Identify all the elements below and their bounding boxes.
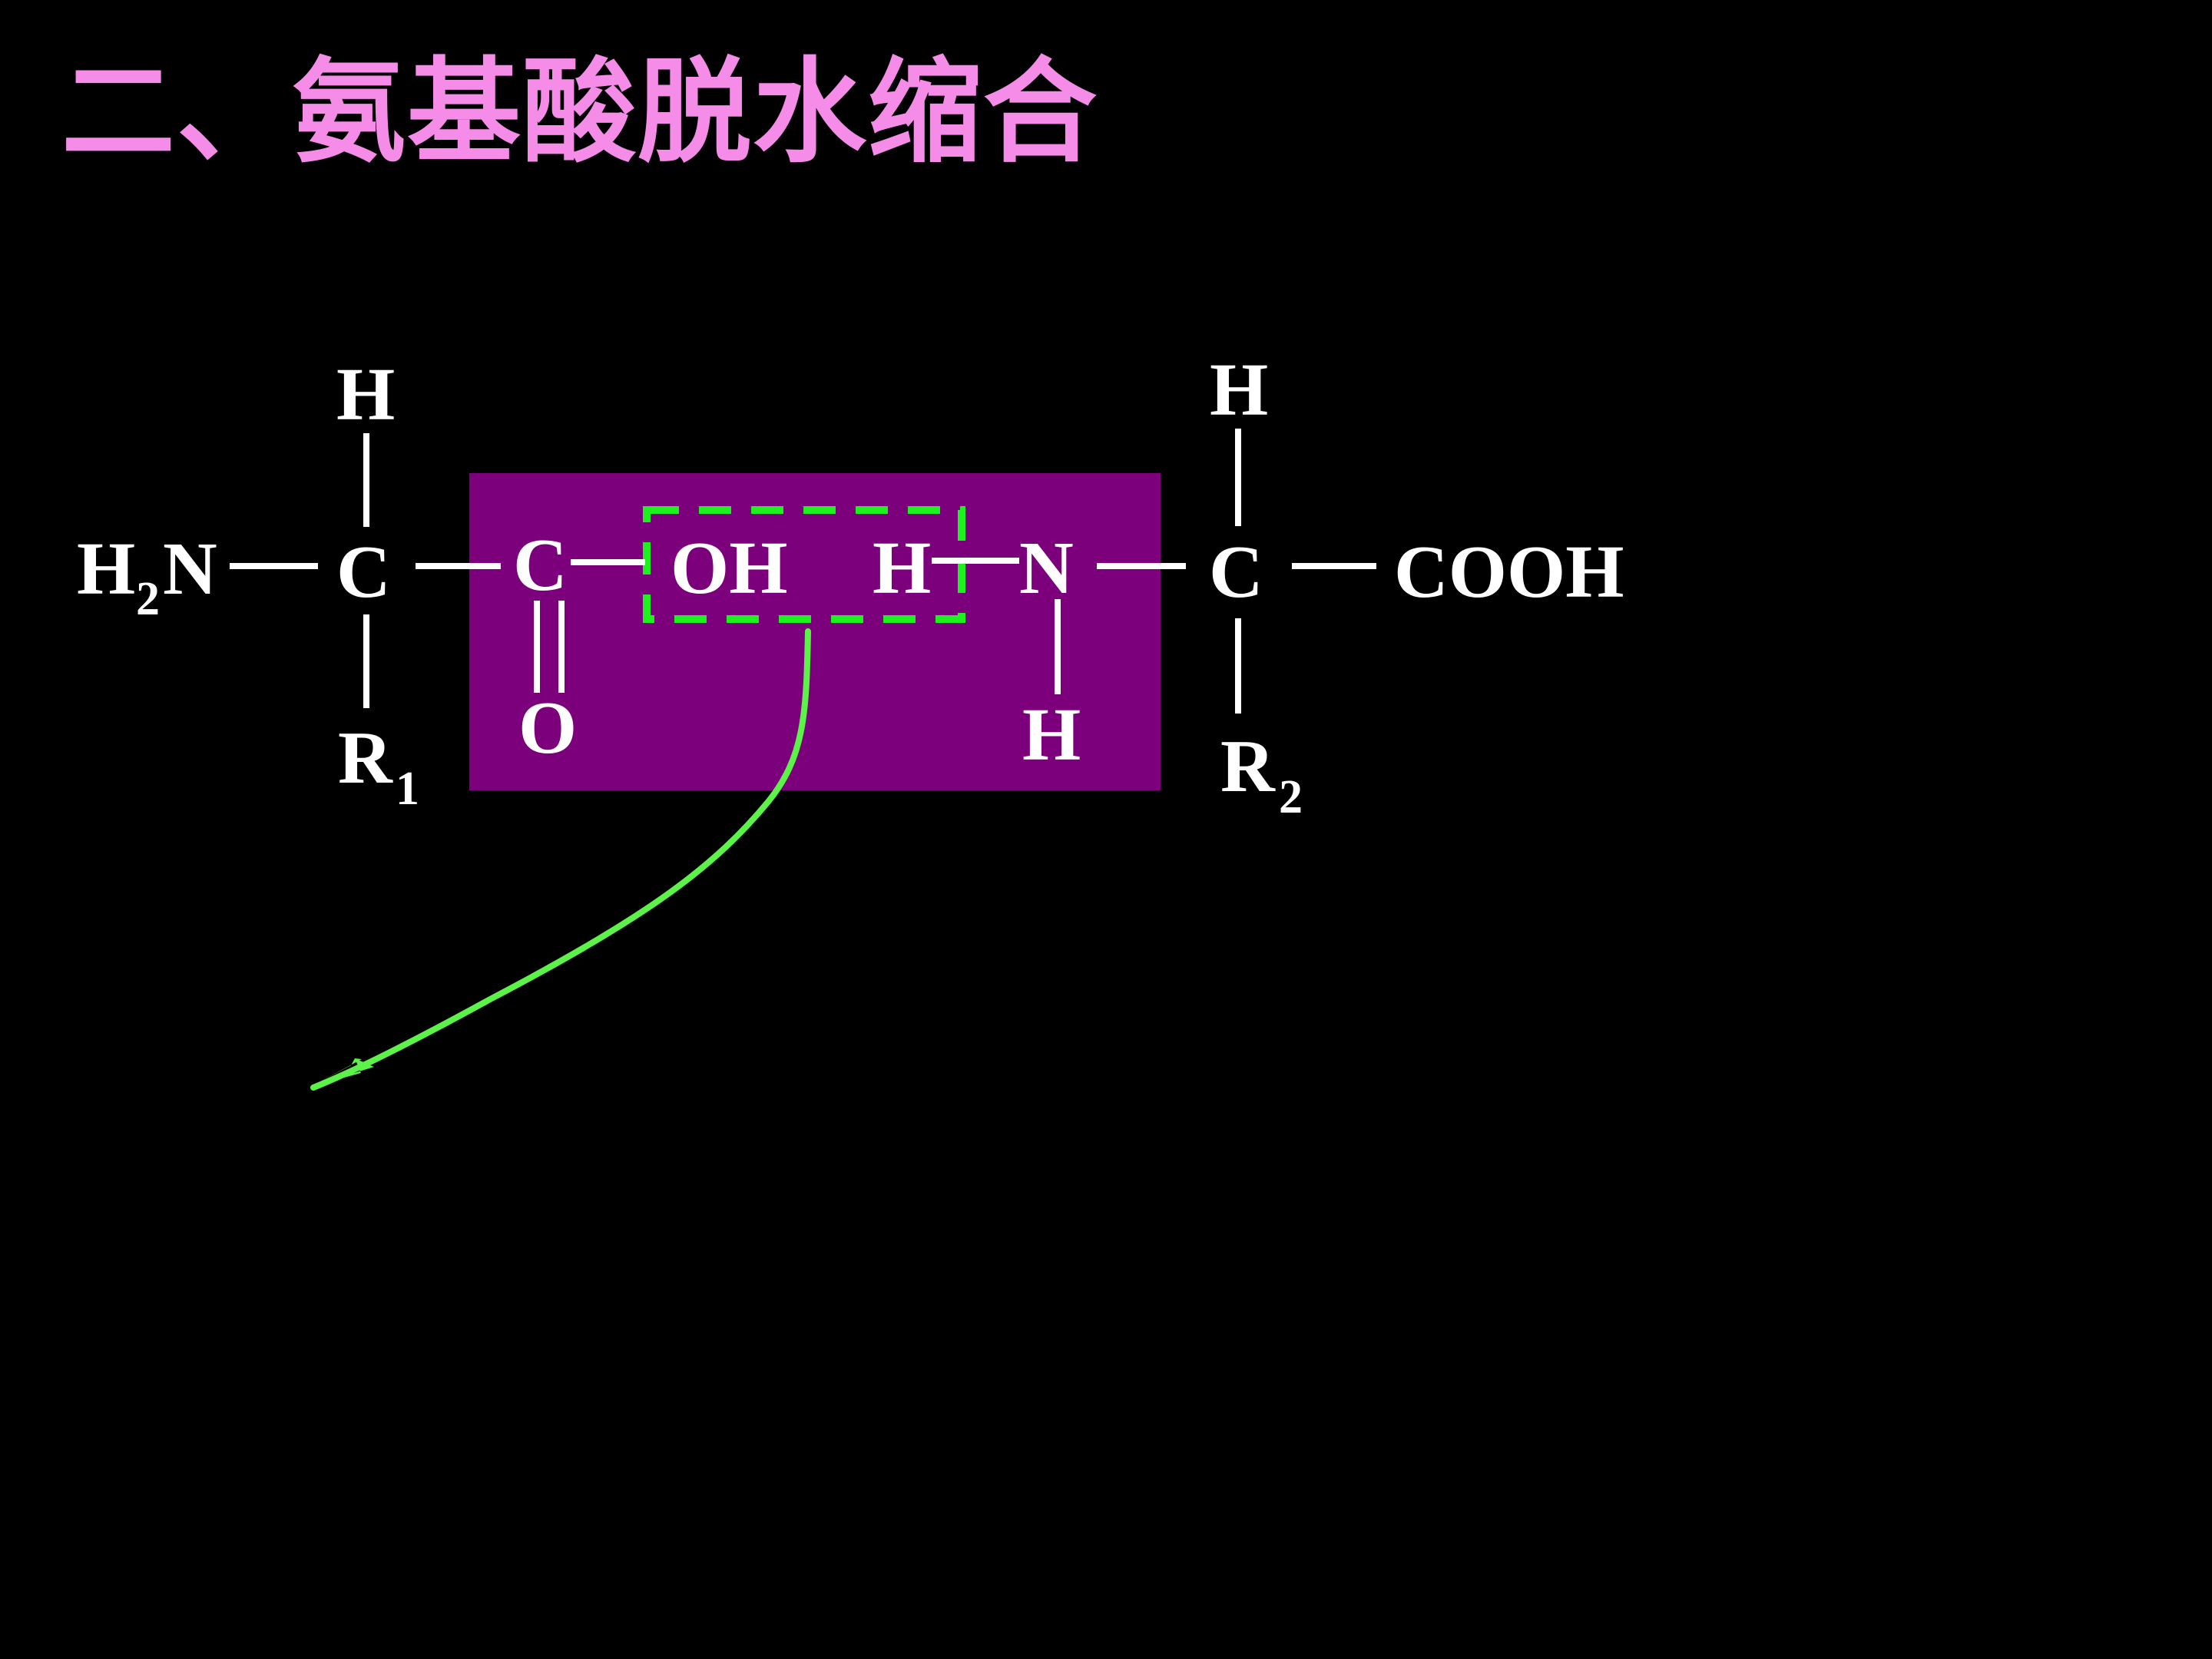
amide-nitrogen-label: N — [1019, 527, 1074, 610]
dehydration-dashed-box — [643, 506, 965, 623]
bond-lines — [230, 429, 1376, 714]
water-release-arrow — [310, 628, 811, 1091]
carbonyl-carbon-label: C — [513, 524, 568, 607]
alpha-h-right-label: H — [1210, 349, 1268, 432]
carboxyl-label: COOH — [1394, 531, 1624, 614]
r1-label: R — [338, 717, 393, 800]
r2-subscript-label: 2 — [1279, 771, 1303, 823]
arrow-head-tail-icon — [310, 1058, 362, 1087]
amino-h-label: H — [77, 528, 135, 611]
alpha-h-left-label: H — [336, 353, 395, 436]
carbonyl-oxygen-label: O — [518, 687, 577, 770]
r1-subscript-label: 1 — [396, 763, 419, 815]
alpha-carbon-left-label: C — [336, 531, 391, 614]
amine-h-label: H — [873, 527, 931, 610]
alpha-carbon-right-label: C — [1209, 531, 1263, 614]
hydroxyl-label: OH — [671, 527, 787, 610]
amide-h-bottom-label: H — [1022, 694, 1081, 777]
amino-subscript-label: 2 — [136, 573, 160, 625]
arrow-head-icon — [310, 1058, 374, 1087]
amino-n-label: N — [163, 528, 217, 611]
slide-title: 二、氨基酸脱水缩合 — [61, 46, 1098, 178]
r2-label: R — [1220, 725, 1276, 808]
reaction-highlight-box — [469, 473, 1161, 790]
